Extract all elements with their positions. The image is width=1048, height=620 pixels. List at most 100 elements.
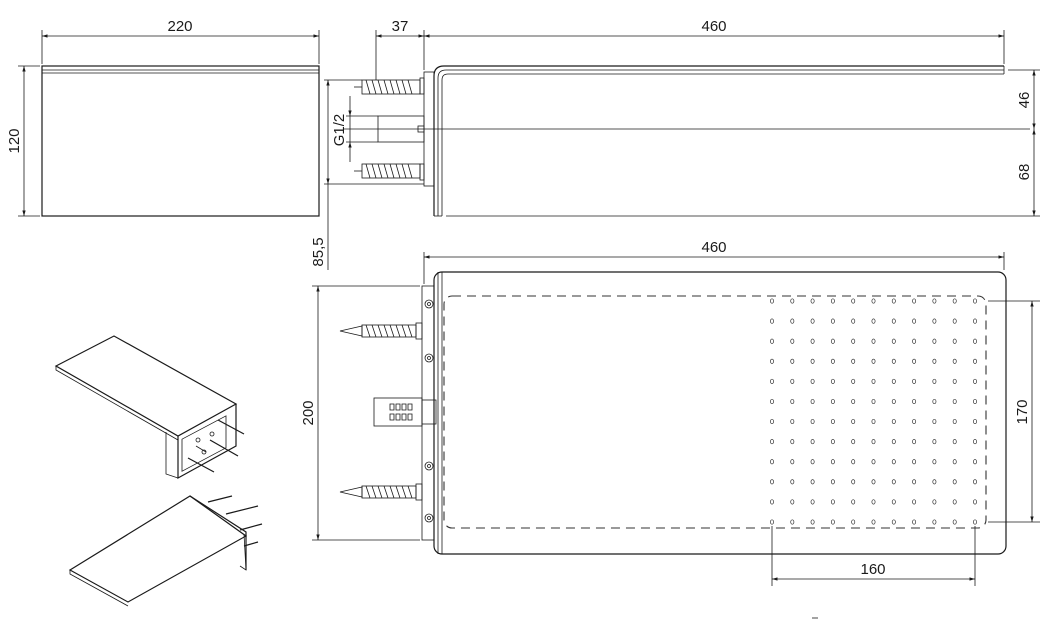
spray-hole bbox=[912, 418, 917, 425]
spray-hole bbox=[810, 398, 815, 405]
spray-hole bbox=[851, 338, 856, 344]
spray-hole bbox=[891, 439, 896, 445]
spray-hole bbox=[810, 519, 815, 525]
spray-hole bbox=[810, 358, 815, 364]
spray-hole bbox=[891, 378, 896, 384]
spray-hole bbox=[973, 398, 977, 405]
spray-hole bbox=[830, 318, 835, 324]
spray-hole bbox=[891, 318, 896, 324]
plan-view: 460 200 170 160 bbox=[300, 239, 1040, 586]
dim-axis-to-bottom: 68 bbox=[1016, 164, 1033, 181]
spray-hole bbox=[932, 459, 937, 465]
dim-top-height: 120 bbox=[6, 128, 23, 153]
spray-hole bbox=[932, 358, 937, 364]
spray-hole bbox=[952, 398, 957, 405]
spray-hole bbox=[952, 378, 957, 384]
spray-hole bbox=[810, 499, 815, 505]
spray-hole bbox=[830, 338, 835, 344]
dim-spray-width: 170 bbox=[1014, 399, 1031, 424]
spray-hole bbox=[871, 378, 876, 384]
spray-hole bbox=[790, 318, 795, 324]
dim-mount-height: 85,5 bbox=[310, 237, 327, 266]
spray-hole bbox=[871, 418, 876, 425]
spray-hole bbox=[952, 298, 957, 304]
spray-hole bbox=[790, 418, 795, 425]
spray-hole bbox=[790, 519, 795, 525]
spray-hole bbox=[851, 358, 856, 364]
spray-hole bbox=[810, 439, 815, 445]
spray-hole bbox=[932, 318, 937, 324]
spray-hole bbox=[770, 298, 774, 304]
spray-hole bbox=[952, 358, 957, 364]
spray-hole bbox=[932, 378, 937, 384]
spray-hole bbox=[830, 298, 835, 304]
spray-hole bbox=[891, 459, 896, 465]
spray-hole bbox=[810, 459, 815, 465]
spray-hole bbox=[932, 418, 937, 425]
spray-hole bbox=[932, 338, 937, 344]
spray-hole bbox=[912, 378, 917, 384]
spray-hole bbox=[871, 298, 876, 304]
spray-hole bbox=[871, 519, 876, 525]
spray-hole bbox=[770, 459, 774, 465]
spray-hole bbox=[790, 398, 795, 405]
spray-hole bbox=[770, 479, 774, 485]
spray-hole bbox=[790, 298, 795, 304]
spray-hole bbox=[810, 318, 815, 324]
spray-hole bbox=[973, 338, 977, 344]
spray-hole bbox=[790, 499, 795, 505]
spray-hole bbox=[851, 398, 856, 405]
plan-lower-anchor bbox=[339, 483, 423, 501]
spray-hole bbox=[952, 439, 957, 445]
dim-spray-length: 160 bbox=[860, 561, 885, 578]
spray-hole bbox=[912, 459, 917, 465]
spray-hole bbox=[973, 318, 977, 324]
spray-hole bbox=[912, 358, 917, 364]
spray-hole bbox=[851, 499, 856, 505]
spray-hole bbox=[810, 479, 815, 485]
spray-hole bbox=[770, 398, 774, 405]
spray-hole bbox=[830, 519, 835, 525]
spray-hole bbox=[871, 358, 876, 364]
spray-hole bbox=[973, 479, 977, 485]
spray-hole bbox=[973, 519, 977, 525]
spray-hole bbox=[912, 479, 917, 485]
spray-hole bbox=[912, 298, 917, 304]
spray-hole bbox=[830, 479, 835, 485]
spray-hole bbox=[932, 298, 937, 304]
spray-hole bbox=[932, 479, 937, 485]
spray-hole bbox=[952, 499, 957, 505]
spray-area-outline bbox=[443, 295, 987, 529]
spray-hole bbox=[871, 499, 876, 505]
front-view: 220 120 bbox=[6, 18, 320, 217]
spray-hole bbox=[871, 459, 876, 465]
spray-hole bbox=[973, 418, 977, 425]
spray-hole bbox=[790, 358, 795, 364]
spray-hole bbox=[952, 479, 957, 485]
spray-hole bbox=[912, 338, 917, 344]
spray-hole bbox=[932, 439, 937, 445]
plan-upper-anchor bbox=[339, 322, 423, 340]
spray-hole bbox=[973, 439, 977, 445]
spray-hole bbox=[871, 398, 876, 405]
spray-hole bbox=[790, 378, 795, 384]
spray-hole bbox=[952, 459, 957, 465]
spray-hole bbox=[932, 499, 937, 505]
spray-hole bbox=[973, 358, 977, 364]
spray-hole bbox=[830, 499, 835, 505]
spray-hole bbox=[891, 398, 896, 405]
spray-hole bbox=[973, 298, 977, 304]
spray-hole bbox=[891, 519, 896, 525]
spray-hole bbox=[770, 499, 774, 505]
dim-plan-length: 460 bbox=[701, 239, 726, 256]
spray-hole bbox=[973, 459, 977, 465]
spray-hole bbox=[891, 418, 896, 425]
spray-hole bbox=[830, 398, 835, 405]
spray-hole bbox=[891, 479, 896, 485]
spray-hole bbox=[770, 338, 774, 344]
spray-hole bbox=[871, 318, 876, 324]
side-view: G1/2 37 460 46 68 85,5 bbox=[310, 18, 1040, 270]
spray-hole bbox=[770, 439, 774, 445]
spray-hole bbox=[912, 439, 917, 445]
spray-hole bbox=[871, 479, 876, 485]
